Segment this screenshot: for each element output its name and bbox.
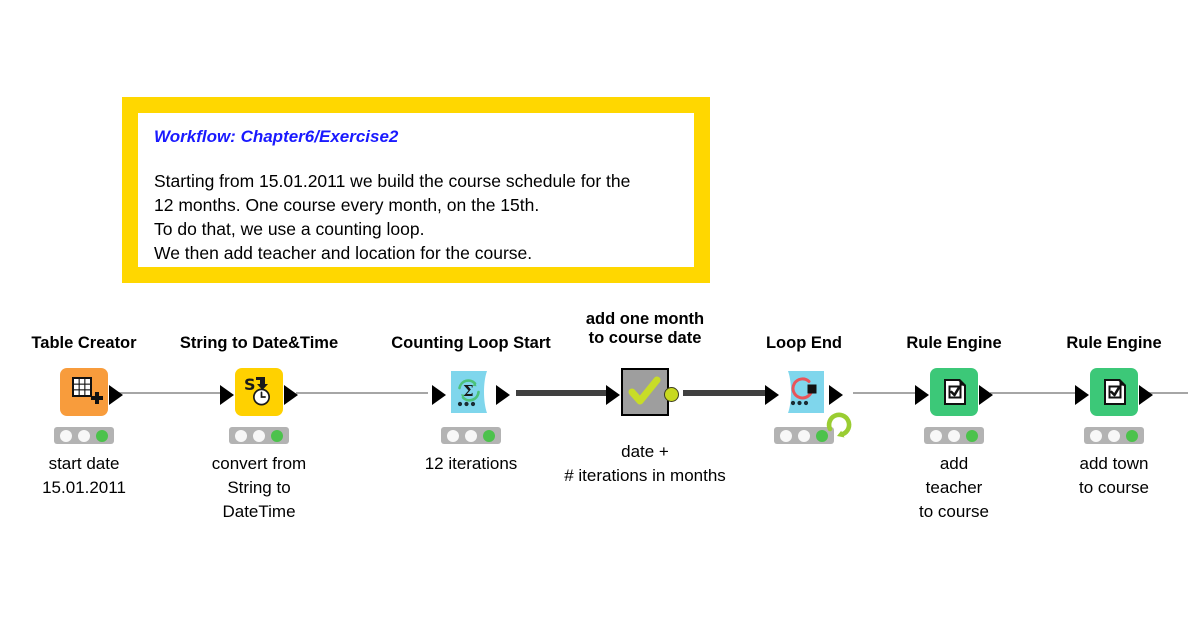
node-rule-engine-teacher-output-port[interactable] bbox=[979, 385, 993, 405]
node-string-to-date-time-title: String to Date&Time bbox=[179, 334, 339, 352]
loop-back-arrow-icon bbox=[818, 403, 858, 443]
node-rule-engine-town-title: Rule Engine bbox=[1066, 334, 1162, 352]
node-rule-engine-town-output-port[interactable] bbox=[1139, 385, 1153, 405]
node-string-to-date-time-output-port[interactable] bbox=[284, 385, 298, 405]
node-table-creator-title: Table Creator bbox=[31, 334, 137, 352]
node-counting-loop-start-output-port[interactable] bbox=[496, 385, 510, 405]
node-table-creator-status bbox=[54, 427, 114, 444]
connection-loop-end-to-rule-engine-teacher[interactable] bbox=[853, 392, 921, 394]
status-dot-executed bbox=[271, 429, 283, 442]
status-dot-idle bbox=[1090, 429, 1102, 442]
connection-add-one-month-to-loop-end[interactable] bbox=[683, 390, 769, 396]
annotation-line-2: 12 months. One course every month, on th… bbox=[154, 195, 540, 215]
status-dot-configured bbox=[948, 429, 960, 442]
node-add-one-month-title: add one month to course date bbox=[585, 310, 705, 347]
status-dot-idle bbox=[780, 429, 792, 442]
status-dot-idle bbox=[60, 429, 72, 442]
node-loop-end-title: Loop End bbox=[765, 334, 843, 352]
node-string-to-date-time-sublabel: convert from String to DateTime bbox=[211, 454, 307, 521]
status-dot-configured bbox=[465, 429, 477, 442]
node-string-to-date-time-status bbox=[229, 427, 289, 444]
node-string-to-date-time-input-port[interactable] bbox=[220, 385, 234, 405]
node-table-creator-shape[interactable] bbox=[60, 368, 108, 416]
node-rule-engine-teacher-status bbox=[924, 427, 984, 444]
node-rule-engine-town-status bbox=[1084, 427, 1144, 444]
node-counting-loop-start-input-port[interactable] bbox=[432, 385, 446, 405]
node-rule-engine-teacher-title: Rule Engine bbox=[906, 334, 1002, 352]
node-add-one-month-flow-variable-port[interactable] bbox=[664, 387, 679, 402]
annotation-title: Workflow: Chapter6/Exercise2 bbox=[154, 127, 399, 146]
status-dot-idle bbox=[447, 429, 459, 442]
node-loop-end-status bbox=[774, 427, 834, 444]
sigma-loop-icon: Σ bbox=[447, 368, 495, 416]
connection-rule-engine-teacher-to-town[interactable] bbox=[990, 392, 1082, 394]
annotation-line-3: To do that, we use a counting loop. bbox=[154, 219, 425, 239]
status-dot-executed bbox=[96, 429, 108, 442]
node-add-one-month-shape[interactable] bbox=[621, 368, 669, 416]
connection-rule-engine-town-output[interactable] bbox=[1148, 392, 1188, 394]
connection-table-creator-to-string-to-date[interactable] bbox=[118, 392, 226, 394]
node-counting-loop-start-shape[interactable] bbox=[447, 368, 495, 416]
node-add-one-month-input-port[interactable] bbox=[606, 385, 620, 405]
workflow-annotation-box[interactable]: Workflow: Chapter6/Exercise2 Starting fr… bbox=[122, 97, 710, 283]
node-counting-loop-start-status bbox=[441, 427, 501, 444]
node-loop-end-output-port[interactable] bbox=[829, 385, 843, 405]
node-string-to-date-time-shape[interactable] bbox=[235, 368, 283, 416]
annotation-line-1: Starting from 15.01.2011 we build the co… bbox=[154, 171, 631, 191]
node-rule-engine-teacher-sublabel: add teacher to course bbox=[919, 454, 989, 521]
status-dot-configured bbox=[78, 429, 90, 442]
status-dot-idle bbox=[235, 429, 247, 442]
node-rule-engine-town-input-port[interactable] bbox=[1075, 385, 1089, 405]
status-dot-executed bbox=[483, 429, 495, 442]
svg-text:Σ: Σ bbox=[463, 382, 474, 400]
node-rule-engine-teacher-input-port[interactable] bbox=[915, 385, 929, 405]
status-dot-configured bbox=[798, 429, 810, 442]
node-table-creator-sublabel: start date 15.01.2011 bbox=[42, 454, 126, 497]
status-dot-executed bbox=[1126, 429, 1138, 442]
node-counting-loop-start-title: Counting Loop Start bbox=[391, 334, 551, 352]
status-dot-idle bbox=[930, 429, 942, 442]
node-table-creator-output-port[interactable] bbox=[109, 385, 123, 405]
node-rule-engine-teacher-shape[interactable] bbox=[930, 368, 978, 416]
node-rule-engine-town-shape[interactable] bbox=[1090, 368, 1138, 416]
status-dot-configured bbox=[253, 429, 265, 442]
node-add-one-month-sublabel: date + # iterations in months bbox=[564, 442, 726, 485]
connection-string-to-date-to-loop-start[interactable] bbox=[296, 392, 428, 394]
annotation-line-4: We then add teacher and location for the… bbox=[154, 243, 533, 263]
node-rule-engine-town-sublabel: add town to course bbox=[1079, 454, 1149, 497]
annotation-content: Workflow: Chapter6/Exercise2 Starting fr… bbox=[138, 113, 694, 267]
status-dot-executed bbox=[816, 429, 828, 442]
connection-loop-start-to-add-one-month[interactable] bbox=[516, 390, 610, 396]
status-dot-executed bbox=[966, 429, 978, 442]
node-counting-loop-start-sublabel: 12 iterations bbox=[424, 454, 518, 473]
node-loop-end-input-port[interactable] bbox=[765, 385, 779, 405]
status-dot-configured bbox=[1108, 429, 1120, 442]
